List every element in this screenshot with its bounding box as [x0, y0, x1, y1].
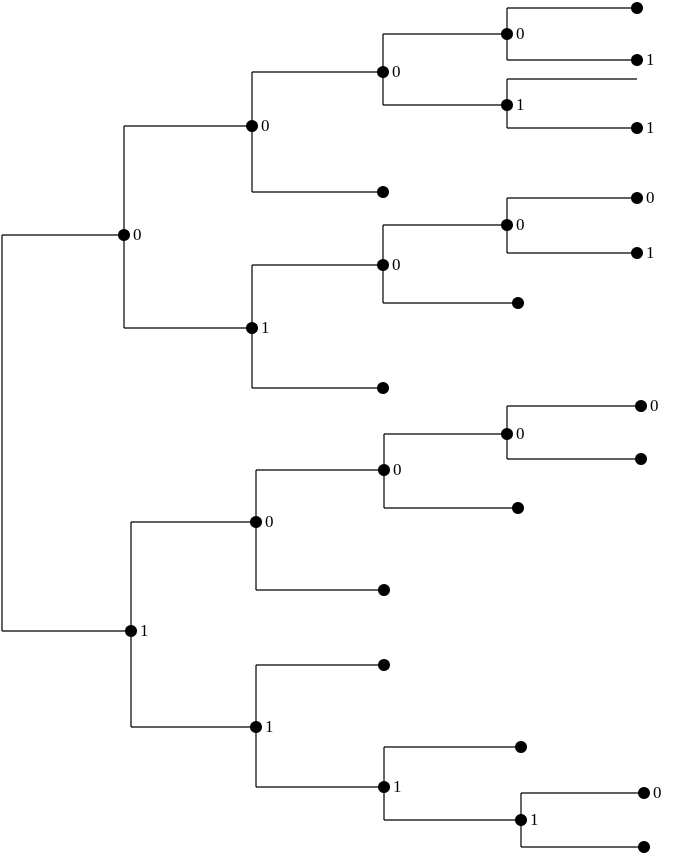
- tree-node-label: 1: [265, 717, 274, 736]
- tree-node-label: 1: [393, 777, 402, 796]
- tree-node-dot[interactable]: [635, 400, 647, 412]
- tree-node-dot[interactable]: [246, 322, 258, 334]
- tree-node-dot[interactable]: [377, 66, 389, 78]
- tree-node-label: 0: [516, 424, 525, 443]
- tree-node-label: 1: [140, 621, 149, 640]
- tree-node-label: 0: [261, 116, 270, 135]
- tree-node-dot[interactable]: [250, 721, 262, 733]
- tree-node-dot[interactable]: [125, 625, 137, 637]
- tree-node-label: 0: [392, 62, 401, 81]
- tree-node-dot[interactable]: [501, 99, 513, 111]
- tree-node-label: 0: [393, 460, 402, 479]
- tree-node-dot[interactable]: [378, 464, 390, 476]
- tree-node-dot[interactable]: [638, 787, 650, 799]
- tree-node-dot[interactable]: [638, 841, 650, 853]
- tree-node-dot[interactable]: [378, 781, 390, 793]
- tree-node-label: 1: [646, 243, 655, 262]
- tree-node-label: 0: [133, 225, 142, 244]
- tree-node-dot[interactable]: [631, 122, 643, 134]
- tree-node-dot[interactable]: [635, 453, 647, 465]
- tree-node-dot[interactable]: [377, 186, 389, 198]
- tree-node-dot[interactable]: [631, 54, 643, 66]
- tree-node-dot[interactable]: [378, 584, 390, 596]
- tree-node-label: 0: [516, 215, 525, 234]
- tree-node-label: 1: [530, 810, 539, 829]
- tree-node-label: 1: [646, 118, 655, 137]
- tree-node-label: 1: [261, 318, 270, 337]
- tree-node-dot[interactable]: [501, 428, 513, 440]
- tree-node-label: 1: [646, 50, 655, 69]
- tree-node-label: 0: [650, 396, 659, 415]
- tree-node-label: 0: [653, 783, 662, 802]
- tree-node-label: 0: [392, 255, 401, 274]
- tree-node-dot[interactable]: [512, 502, 524, 514]
- tree-node-dot[interactable]: [512, 297, 524, 309]
- tree-node-dot[interactable]: [377, 259, 389, 271]
- tree-node-label: 0: [646, 188, 655, 207]
- tree-node-dot[interactable]: [631, 247, 643, 259]
- tree-node-dot[interactable]: [631, 192, 643, 204]
- tree-node-dot[interactable]: [501, 28, 513, 40]
- tree-node-label: 1: [516, 95, 525, 114]
- tree-node-dot[interactable]: [515, 814, 527, 826]
- tree-node-dot[interactable]: [118, 229, 130, 241]
- tree-node-dot[interactable]: [246, 120, 258, 132]
- tree-node-dot[interactable]: [515, 741, 527, 753]
- tree-node-label: 0: [516, 24, 525, 43]
- tree-node-label: 0: [265, 512, 274, 531]
- tree-node-dot[interactable]: [377, 382, 389, 394]
- tree-node-dot[interactable]: [378, 659, 390, 671]
- tree-node-dot[interactable]: [250, 516, 262, 528]
- tree-node-dot[interactable]: [501, 219, 513, 231]
- tree-nodes-layer: 0 0 0 0 1 1 1 1 0 0 0 1 1 0 0 0 0 1 1 1 0: [118, 2, 662, 853]
- tree-node-dot[interactable]: [631, 2, 643, 14]
